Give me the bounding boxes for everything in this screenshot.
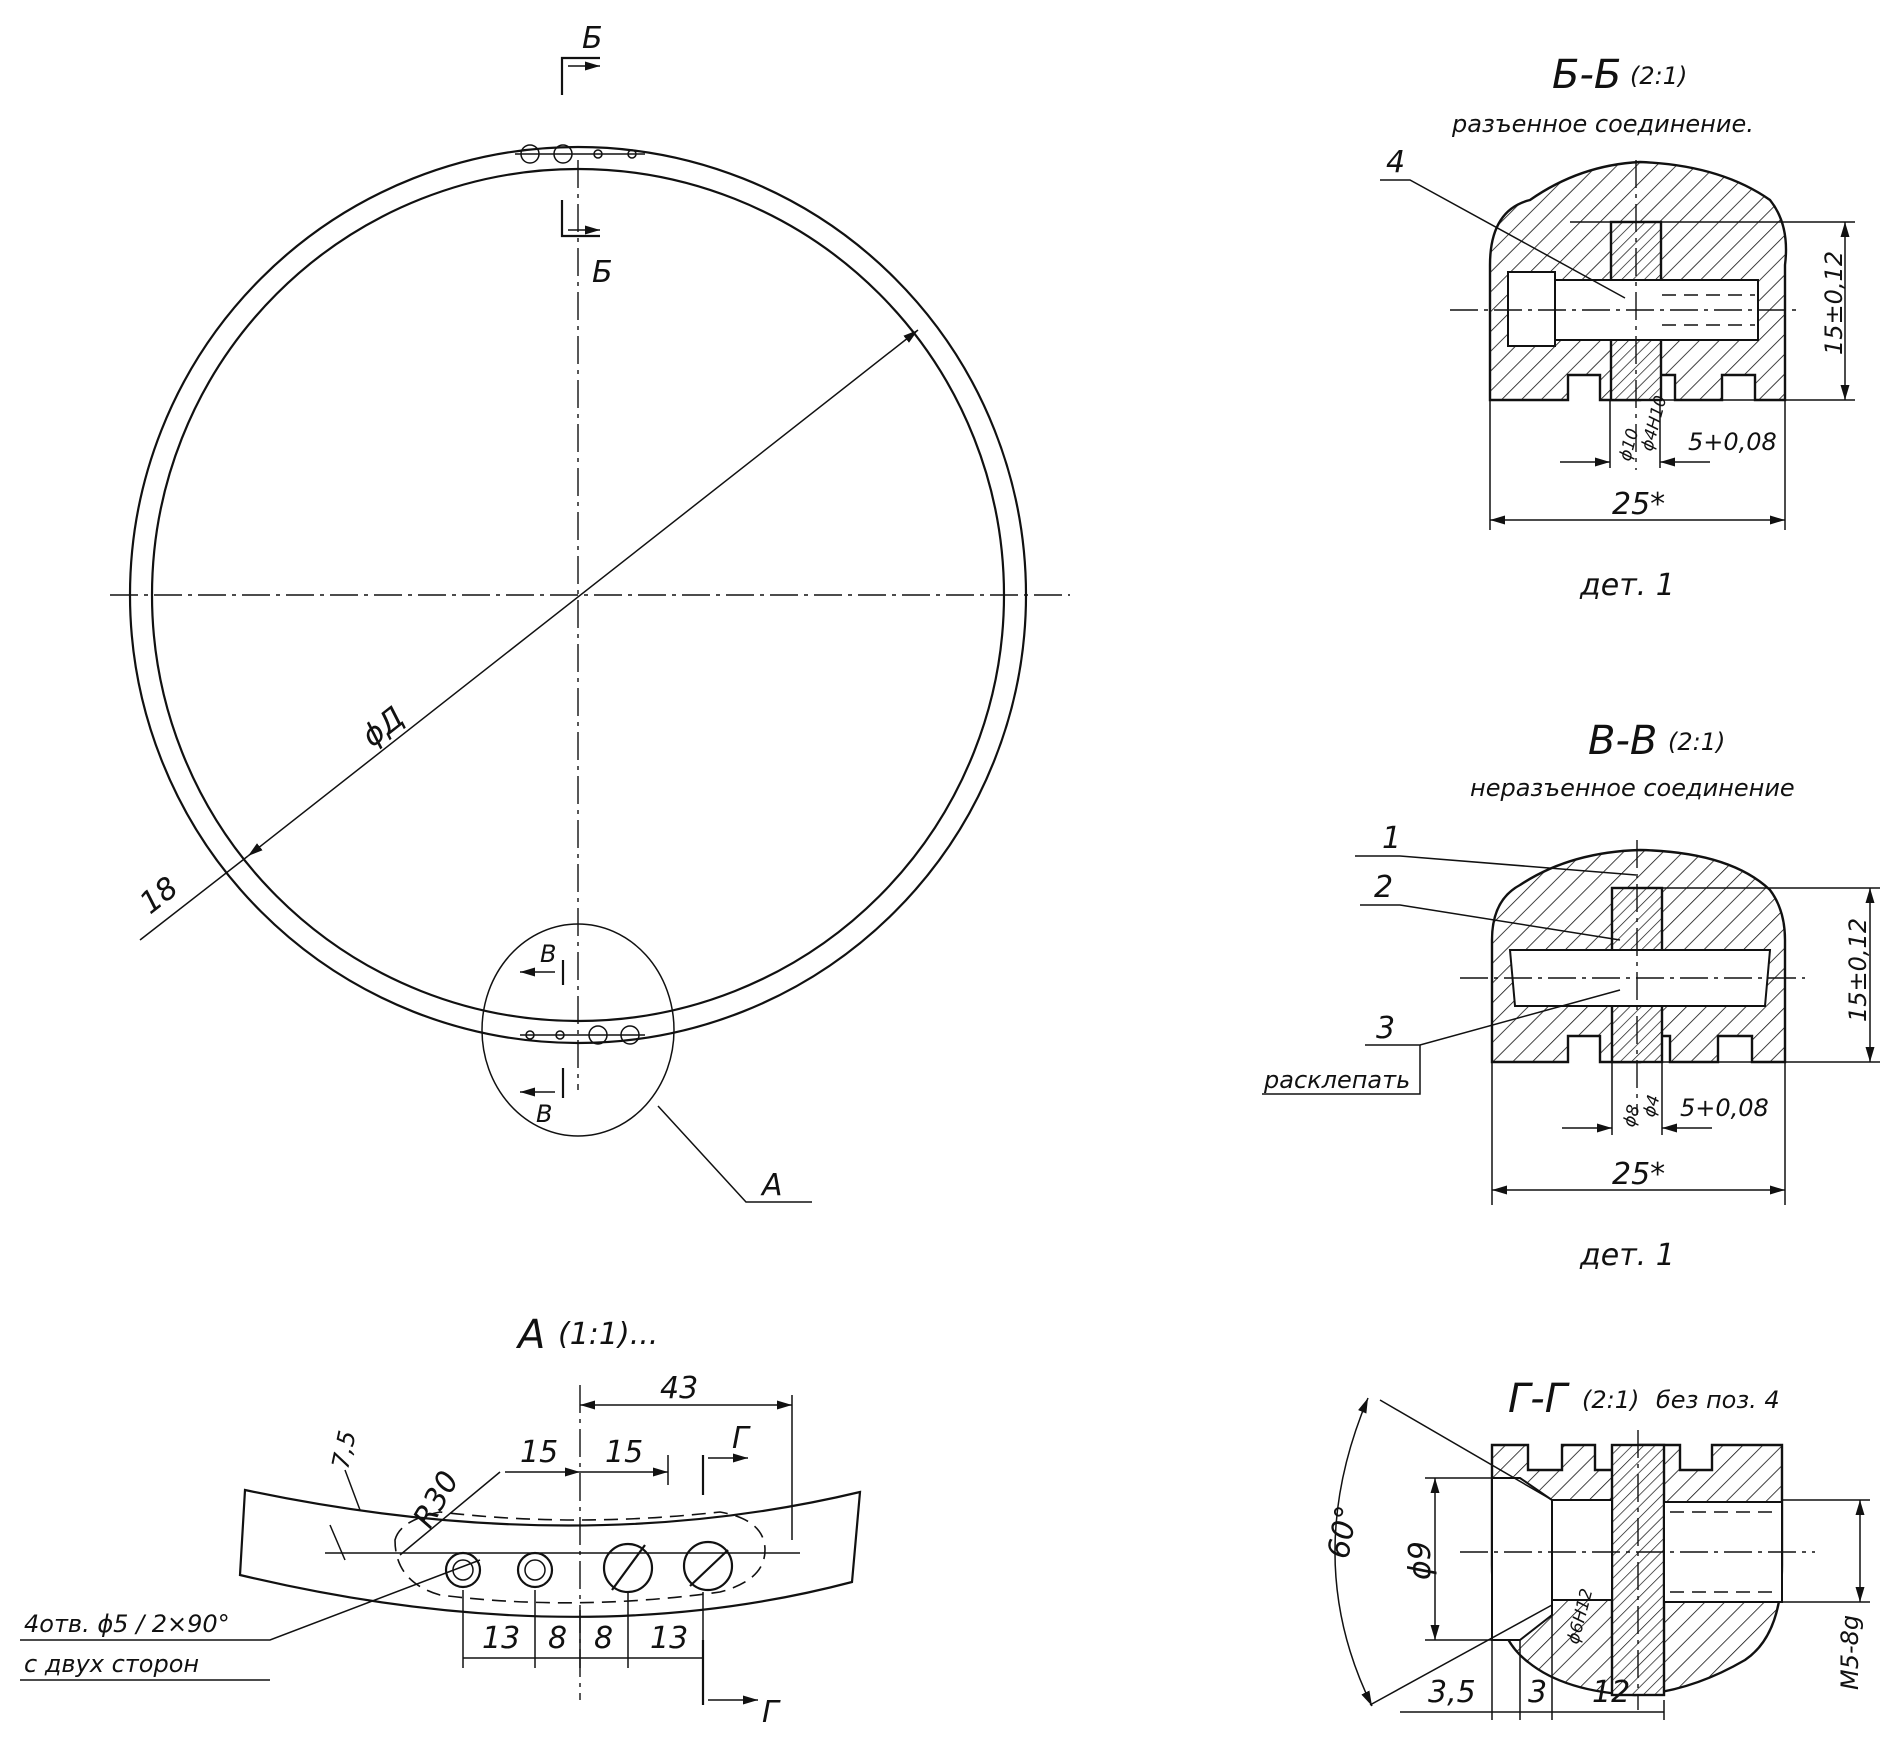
section-vv-leader-2 — [1360, 904, 1621, 941]
section-bb-slot-dim: 5+0,08 — [1688, 428, 1777, 456]
detail-a-dim-15b: 15 — [605, 1435, 643, 1470]
detail-a-dim-7-5: 7,5 — [326, 1428, 361, 1471]
section-b-marker: Б Б — [560, 21, 613, 290]
detail-a-band — [238, 1488, 862, 1618]
section-b-top-label: Б — [582, 21, 603, 56]
section-v-marker: В В — [520, 940, 565, 1128]
detail-a-dim-13a: 13 — [482, 1621, 520, 1656]
detail-a-title: А — [515, 1312, 545, 1358]
top-holes — [515, 144, 645, 164]
section-gg-dim-12: 12 — [1592, 1675, 1630, 1710]
section-bb-bore — [1507, 271, 1759, 347]
section-v-bottom-label: В — [536, 1100, 552, 1128]
section-b-bottom-label: Б — [592, 255, 613, 290]
detail-a-dim-8b: 8 — [594, 1621, 613, 1656]
bottom-holes — [520, 1025, 645, 1045]
section-bb-title: Б-Б — [1552, 52, 1621, 98]
section-vv-subtitle: неразъенное соединение — [1470, 774, 1795, 802]
diameter-line — [247, 329, 919, 857]
section-gg-subtitle: без поз. 4 — [1656, 1386, 1780, 1414]
section-vv-part-note: дет. 1 — [1579, 1238, 1675, 1273]
detail-a-hole-2 — [516, 1551, 554, 1589]
section-bb-small-dim-2: ϕ4Н10 — [1638, 394, 1672, 454]
section-bb-part-note: дет. 1 — [1579, 568, 1675, 603]
detail-a-circle — [481, 923, 675, 1137]
section-gg-angle: 60° — [1321, 1503, 1365, 1561]
detail-a-hole-note-2: с двух сторон — [24, 1650, 199, 1678]
section-vv-leader-1-label: 1 — [1382, 821, 1401, 856]
detail-a-dim-8a: 8 — [548, 1621, 567, 1656]
detail-a-dim-43: 43 — [660, 1371, 698, 1406]
section-bb-width-dim: 25* — [1612, 487, 1665, 522]
section-gg-title: Г-Г — [1508, 1376, 1570, 1422]
section-vv-title: В-В — [1588, 718, 1657, 764]
detail-a-leader — [657, 1105, 812, 1203]
detail-a: А (1:1)... 43 15 15 R30 7,5 — [20, 1312, 862, 1730]
section-bb-subtitle: разъенное соединение. — [1451, 110, 1754, 138]
section-vv-rivet-leader — [1262, 1045, 1421, 1095]
section-v-top-label: В — [540, 940, 556, 968]
section-vv-leader-1 — [1355, 855, 1637, 876]
section-gg-scale: (2:1) — [1582, 1386, 1639, 1414]
section-vv-height-dim: 15±0,12 — [1844, 918, 1872, 1022]
section-gg-thread: М5-8g — [1836, 1615, 1864, 1690]
detail-a-band-inner — [394, 1511, 766, 1604]
section-vv-slot-dim: 5+0,08 — [1680, 1094, 1769, 1122]
detail-a-dim-15a: 15 — [520, 1435, 558, 1470]
diameter-label: ϕД — [355, 700, 411, 754]
section-vv-width-dim: 25* — [1612, 1157, 1665, 1192]
section-gg-dim-d9: ϕ9 — [1403, 1541, 1438, 1580]
detail-a-hole-note-1: 4отв. ϕ5 / 2×90° — [24, 1610, 230, 1638]
thickness-label: 18 — [133, 870, 185, 921]
section-gg-dim-3-5: 3,5 — [1428, 1675, 1476, 1710]
detail-a-hole-1 — [444, 1551, 482, 1589]
section-vv-leader-2-label: 2 — [1374, 870, 1393, 905]
detail-a-hole-4 — [682, 1540, 734, 1592]
section-gg-dim-3: 3 — [1528, 1675, 1547, 1710]
section-vv-scale: (2:1) — [1668, 728, 1725, 756]
detail-a-dim-13b: 13 — [650, 1621, 688, 1656]
section-vv-leader-3-label: 3 — [1376, 1011, 1395, 1046]
detail-a-scale: (1:1)... — [558, 1317, 658, 1352]
detail-a-callout-label: А — [760, 1168, 783, 1203]
section-bb-leader-4-label: 4 — [1386, 145, 1405, 180]
detail-a-section-g-top: Г — [732, 1421, 751, 1456]
detail-a-section-g-bottom: Г — [762, 1695, 781, 1730]
section-bb: Б-Б (2:1) разъенное соединение. 4 15±0,1… — [1380, 52, 1855, 603]
main-view: ϕД 18 Б Б — [110, 21, 1070, 1203]
section-vv-rivet-note: расклепать — [1263, 1066, 1410, 1094]
section-gg: Г-Г (2:1) без поз. 4 60° ϕ9 ϕ6Н12 М5-8g … — [1321, 1376, 1870, 1720]
detail-a-dim-r30: R30 — [407, 1465, 467, 1534]
section-bb-scale: (2:1) — [1630, 62, 1687, 90]
detail-a-hole-leader — [20, 1559, 481, 1641]
section-vv-small-dim-2: ϕ4 — [1640, 1093, 1665, 1119]
section-bb-leader-4 — [1380, 179, 1626, 299]
section-vv: В-В (2:1) неразъенное соединение 1 2 3 р… — [1262, 718, 1880, 1273]
thickness-leader — [139, 855, 249, 941]
section-bb-height-dim: 15±0,12 — [1820, 251, 1848, 355]
